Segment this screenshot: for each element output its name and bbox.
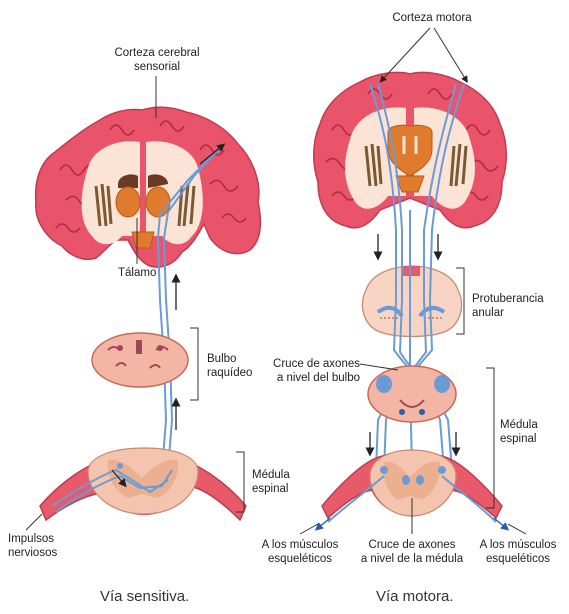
label-medulla: Bulbo raquídeo bbox=[207, 353, 253, 379]
label-spinal-cord-left: Médula espinal bbox=[252, 469, 290, 495]
label-sensory-cortex: Corteza cerebral sensorial bbox=[114, 47, 200, 73]
spinal-bracket-right bbox=[486, 367, 495, 509]
sensory-spinal-cord-section bbox=[39, 447, 247, 522]
motor-cortex-pointer-left bbox=[379, 27, 431, 83]
caption-motor-pathway: Vía motora. bbox=[376, 588, 454, 605]
label-thalamus: Tálamo bbox=[118, 267, 157, 279]
efferent-arrow-left bbox=[314, 517, 331, 531]
motor-medulla-section bbox=[367, 365, 457, 423]
motor-spinal-cord-section bbox=[321, 449, 503, 520]
muscles-left-pointer bbox=[299, 523, 319, 535]
spinal-entry-arrow bbox=[111, 469, 127, 488]
caption-sensory-pathway: Vía sensitiva. bbox=[100, 588, 190, 605]
label-muscles-left: A los músculos esqueléticos bbox=[261, 539, 339, 565]
motor-brain-section bbox=[313, 71, 507, 229]
motor-cortex-pointer-right bbox=[433, 27, 468, 83]
sensory-brain-section bbox=[34, 106, 262, 268]
spinal-bracket-left bbox=[236, 451, 245, 513]
sensory-fiber-tract bbox=[156, 145, 223, 471]
cross-bulb-pointer bbox=[359, 363, 399, 371]
motor-efferent-fibers bbox=[327, 475, 497, 523]
cortex-projection-arrow bbox=[199, 143, 226, 165]
efferent-arrow-right bbox=[493, 517, 510, 531]
sensory-medulla-section bbox=[91, 332, 189, 388]
pons-bracket bbox=[456, 267, 465, 335]
sensory-spinal-fibers bbox=[51, 468, 173, 513]
pons-section bbox=[361, 265, 463, 338]
muscles-right-pointer bbox=[507, 523, 527, 535]
label-cross-bulb: Cruce de axones a nivel del bulbo bbox=[273, 358, 360, 384]
label-cross-cord: Cruce de axones a nivel de la médula bbox=[360, 539, 464, 565]
label-muscles-right: A los músculos esqueléticos bbox=[479, 539, 557, 565]
label-motor-cortex: Corteza motora bbox=[392, 12, 472, 24]
impulses-pointer bbox=[25, 513, 43, 531]
label-pons: Protuberancia anular bbox=[472, 293, 544, 319]
medulla-bracket bbox=[190, 327, 199, 401]
label-nerve-impulses: Impulsos nerviosos bbox=[8, 533, 58, 559]
label-spinal-cord-right: Médula espinal bbox=[500, 419, 538, 445]
